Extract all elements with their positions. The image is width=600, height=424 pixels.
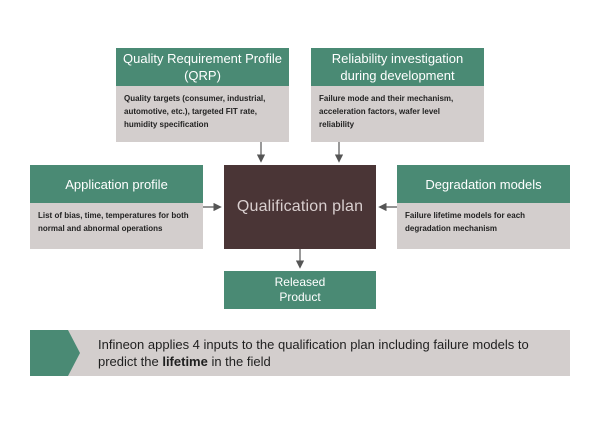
qualification-plan-box: Qualification plan: [224, 165, 376, 249]
banner-text-pre: Infineon applies 4 inputs to the qualifi…: [98, 337, 529, 369]
banner-text: Infineon applies 4 inputs to the qualifi…: [98, 336, 560, 370]
summary-banner: Infineon applies 4 inputs to the qualifi…: [30, 330, 570, 376]
application-title: Application profile: [65, 176, 168, 192]
banner-text-bold: lifetime: [162, 354, 208, 369]
degradation-header: Degradation models: [397, 165, 570, 203]
reliability-text: Failure mode and their mechanism, accele…: [319, 94, 454, 129]
qrp-header: Quality Requirement Profile (QRP): [116, 48, 289, 86]
qrp-title: Quality Requirement Profile (QRP): [123, 51, 282, 83]
application-body: List of bias, time, temperatures for bot…: [30, 203, 203, 249]
released-line2: Product: [279, 290, 321, 304]
qrp-text: Quality targets (consumer, industrial, a…: [124, 94, 266, 129]
qrp-body: Quality targets (consumer, industrial, a…: [116, 86, 289, 142]
chevron-icon: [30, 330, 80, 376]
reliability-body: Failure mode and their mechanism, accele…: [311, 86, 484, 142]
banner-text-post: in the field: [207, 354, 271, 369]
reliability-header: Reliability investigation during develop…: [311, 48, 484, 86]
degradation-body: Failure lifetime models for each degrada…: [397, 203, 570, 249]
degradation-title: Degradation models: [425, 176, 542, 192]
application-header: Application profile: [30, 165, 203, 203]
qualification-plan-label: Qualification plan: [236, 198, 364, 215]
released-product-box: Released Product: [224, 271, 376, 309]
reliability-title: Reliability investigation during develop…: [331, 51, 464, 83]
degradation-text: Failure lifetime models for each degrada…: [405, 211, 526, 233]
application-text: List of bias, time, temperatures for bot…: [38, 211, 189, 233]
released-line1: Released: [274, 275, 326, 289]
